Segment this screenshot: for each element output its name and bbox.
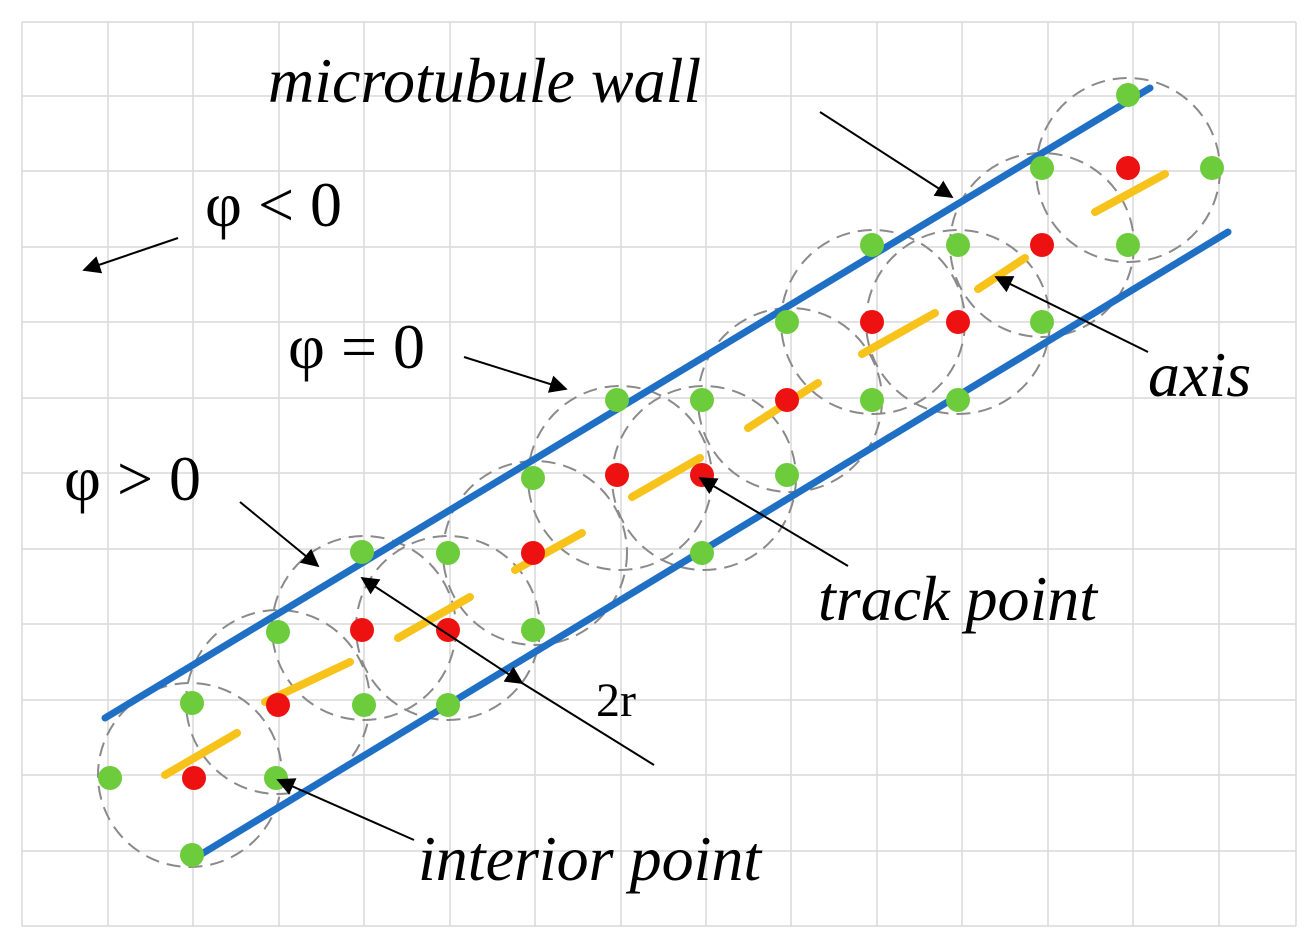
label-phi-less: φ < 0 [205, 169, 342, 240]
label-phi-equal: φ = 0 [288, 311, 425, 382]
arrow-microtubule-wall [819, 111, 954, 198]
interior-point [521, 618, 545, 642]
interior-point [775, 463, 799, 487]
interior-point [775, 310, 799, 334]
axis-segment [974, 254, 1029, 293]
interior-point [264, 766, 288, 790]
interior-point [98, 766, 122, 790]
arrow-2r [360, 577, 524, 684]
axis-segment [858, 309, 939, 358]
track-point [1116, 156, 1140, 180]
track-point [182, 766, 206, 790]
interior-point [860, 233, 884, 257]
arrow-interior-point [276, 778, 415, 841]
track-point [350, 618, 374, 642]
label-phi-greater: φ > 0 [64, 443, 201, 514]
interior-point [946, 388, 970, 412]
interior-point [180, 843, 204, 867]
arrow-2r-leader [521, 682, 655, 766]
track-point [605, 463, 629, 487]
interior-point [1116, 233, 1140, 257]
arrow-phi-equal [463, 356, 568, 393]
interior-point [521, 466, 545, 490]
interior-point [1030, 310, 1054, 334]
track-point [266, 693, 290, 717]
background-grid [21, 21, 1297, 927]
interior-point [946, 233, 970, 257]
interior-point [352, 693, 376, 717]
axis-segment [161, 729, 241, 779]
axis-segment [628, 454, 704, 501]
label-microtubule-wall: microtubule wall [268, 45, 701, 116]
interior-point [266, 620, 290, 644]
interior-point [350, 540, 374, 564]
axis-segment [511, 529, 586, 574]
track-point [521, 541, 545, 565]
arrow-axis [994, 276, 1149, 353]
label-axis: axis [1148, 339, 1251, 410]
interior-point [690, 388, 714, 412]
arrow-phi-greater [239, 501, 320, 568]
annotation-arrows [82, 111, 1149, 841]
arrow-track-point [698, 477, 849, 567]
interior-point [436, 541, 460, 565]
interior-point [605, 388, 629, 412]
label-2r: 2r [596, 674, 636, 727]
track-point [860, 310, 884, 334]
microtubule-wall-lower [191, 228, 1232, 862]
interior-point [1116, 83, 1140, 107]
axis-segment [1091, 170, 1169, 216]
track-point [946, 310, 970, 334]
axis-segments [161, 170, 1169, 779]
interior-point [860, 388, 884, 412]
label-interior-point: interior point [418, 823, 763, 894]
interior-point [690, 541, 714, 565]
label-track-point: track point [818, 563, 1099, 634]
interior-point [180, 691, 204, 715]
interior-point [1200, 156, 1224, 180]
interior-points [98, 83, 1224, 867]
arrow-phi-less [82, 237, 179, 274]
track-point [775, 388, 799, 412]
interior-point [436, 693, 460, 717]
track-point [1030, 233, 1054, 257]
interior-point [1030, 156, 1054, 180]
